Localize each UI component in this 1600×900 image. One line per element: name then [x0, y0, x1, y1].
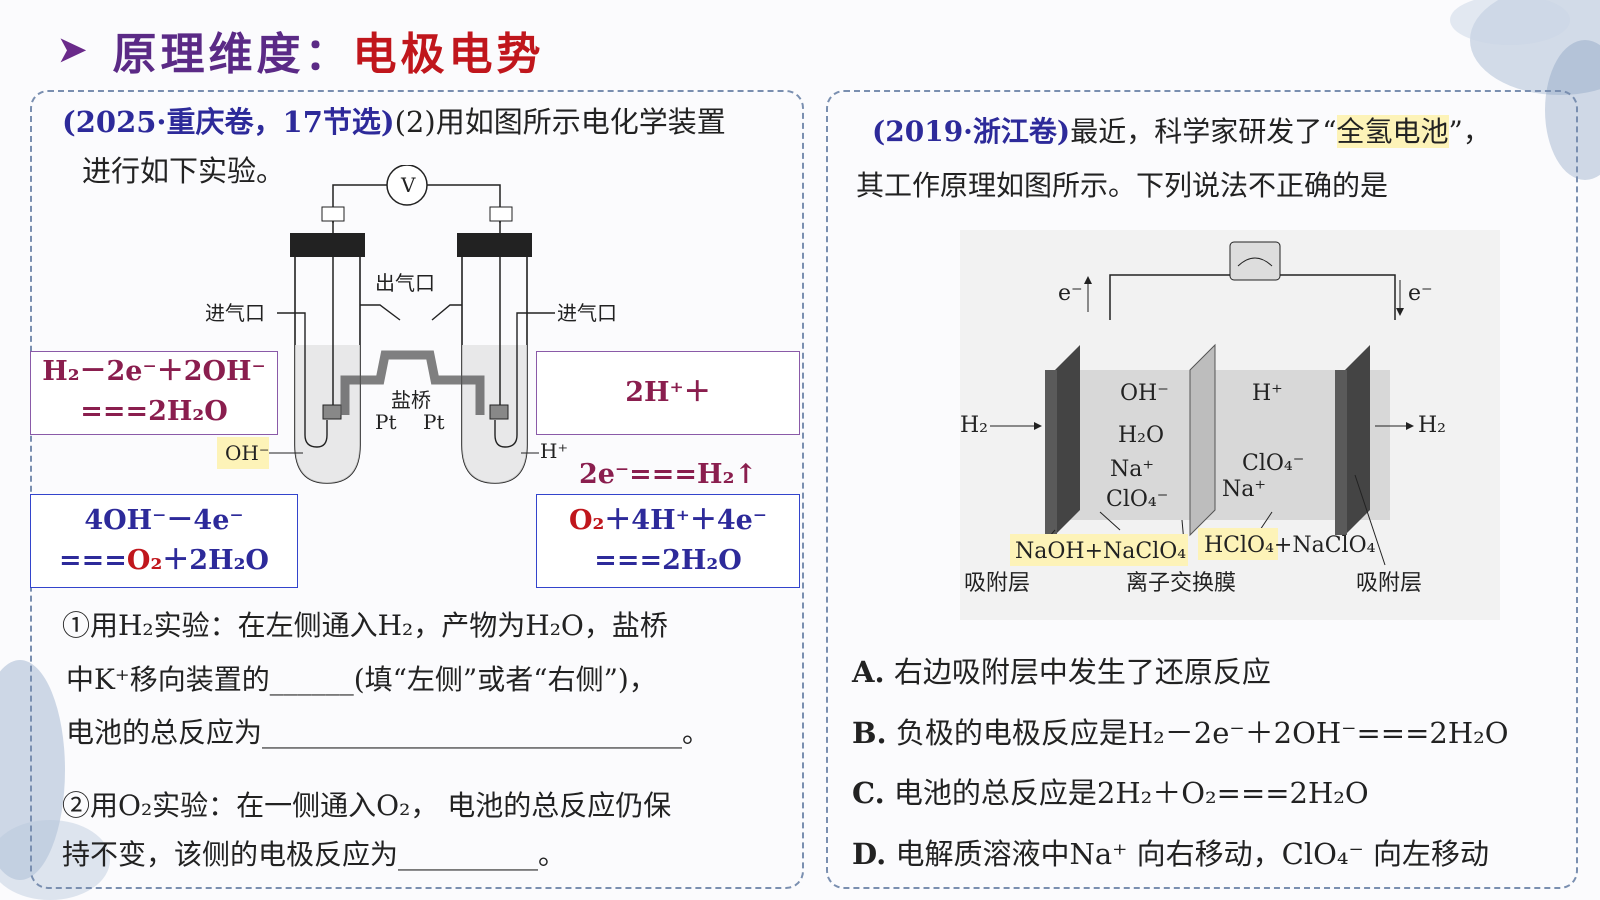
adsorb-left-label: 吸附层 — [964, 571, 1030, 596]
right-intro-line1: (2019·浙江卷)最近，科学家研发了“全氢电池”， — [872, 115, 1491, 148]
oxidation-o2-box: 4OH⁻－4e⁻ ===O₂＋2H₂O — [30, 494, 298, 588]
cathode-reaction-text: 2H⁺＋2e⁻===H₂↑ — [578, 377, 758, 490]
anode-reaction-line2: ===2H₂O — [80, 396, 228, 427]
na-right-label: Na⁺ — [1222, 477, 1266, 502]
left-intro-a: (2)用如图所示电化学装置 — [394, 105, 726, 139]
cathode-reaction-box: 2H⁺＋2e⁻===H₂↑ — [536, 351, 800, 490]
clo4-left-label: ClO₄⁻ — [1106, 487, 1168, 512]
h2-out-label: H₂ — [1418, 413, 1446, 438]
oh-label: OH⁻ — [1120, 381, 1169, 406]
clo4-right-label: ClO₄⁻ — [1242, 451, 1304, 476]
option-a[interactable]: A. 右边吸附层中发生了还原反应 — [852, 655, 1271, 689]
left-question-panel — [30, 90, 804, 889]
membrane-label: 离子交换膜 — [1126, 571, 1236, 596]
inlet-left-label: 进气口 — [205, 301, 265, 325]
solution-left-label: NaOH+NaClO₄ — [1015, 539, 1186, 564]
pt-right-label: Pt — [423, 410, 445, 434]
ink-wash-top-right — [1450, 0, 1600, 180]
electron-left-label: e⁻ — [1058, 281, 1083, 306]
solution-right-label: HClO₄+NaClO₄ — [1204, 533, 1376, 558]
voltmeter-label: V — [400, 173, 416, 197]
reduction-o2-box: O₂＋4H⁺＋4e⁻ ===2H₂O — [536, 494, 800, 588]
right-question-panel — [826, 90, 1578, 889]
right-intro-line2: 其工作原理如图所示。下列说法不正确的是 — [856, 169, 1389, 202]
q1-line3: 电池的总反应为______________________________。 — [66, 716, 711, 749]
h-plus-label: H⁺ — [1252, 381, 1283, 406]
left-intro-line2: 进行如下实验。 — [82, 154, 286, 188]
title-topic: 电极电势 — [352, 29, 545, 80]
title-prefix: 原理维度： — [112, 29, 353, 80]
oxidation-o2-line1: 4OH⁻－4e⁻ — [84, 505, 244, 536]
pt-left-label: Pt — [375, 410, 397, 434]
h-ion-label: H⁺ — [540, 439, 568, 463]
oh-ion-label: OH⁻ — [225, 441, 269, 465]
option-c[interactable]: C. 电池的总反应是2H₂＋O₂===2H₂O — [852, 776, 1369, 810]
option-d[interactable]: D. 电解质溶液中Na⁺ 向右移动，ClO₄⁻ 向左移动 — [852, 837, 1490, 871]
left-source: (2025·重庆卷，17节选) — [62, 105, 395, 139]
adsorb-right-label: 吸附层 — [1356, 571, 1422, 596]
electron-right-label: e⁻ — [1408, 281, 1433, 306]
anode-reaction-box: H₂－2e⁻＋2OH⁻ ===2H₂O — [30, 351, 278, 435]
ink-wash-bottom-left — [0, 660, 110, 900]
bullet-arrow-icon: ➤ — [58, 30, 91, 70]
q1-line2: 中K⁺移向装置的______(填“左侧”或者“右侧”)， — [66, 663, 657, 696]
q2-line2: 持不变，该侧的电极反应为__________。 — [62, 838, 567, 871]
oxidation-o2-line2: ===O₂＋2H₂O — [59, 545, 269, 576]
page-title: ➤ 原理维度： 电极电势 — [58, 20, 545, 80]
voltmeter-icon — [386, 165, 428, 206]
electrochemical-apparatus-diagram: V 出气口 进气口 进气口 盐桥 Pt Pt OH⁻ H⁺ — [205, 165, 617, 484]
hydrogen-battery-diagram: e⁻ e⁻ H₂ H₂ OH⁻ H₂O Na⁺ ClO₄⁻ H⁺ ClO₄⁻ N… — [960, 230, 1500, 620]
h2o-label: H₂O — [1118, 423, 1164, 448]
highlight-full-hydrogen-battery: 全氢电池 — [1336, 115, 1449, 148]
right-source: (2019·浙江卷) — [872, 115, 1071, 148]
q2-line1: ②用O₂实验：在一侧通入O₂， 电池的总反应仍保 — [62, 789, 672, 822]
reduction-o2-line1: O₂＋4H⁺＋4e⁻ — [568, 505, 768, 536]
salt-bridge-label: 盐桥 — [391, 388, 431, 412]
anode-reaction-line1: H₂－2e⁻＋2OH⁻ — [42, 356, 266, 387]
outlet-label: 出气口 — [375, 271, 435, 295]
h2-in-label: H₂ — [960, 413, 988, 438]
q1-line1: ①用H₂实验：在左侧通入H₂，产物为H₂O，盐桥 — [62, 609, 668, 642]
option-b[interactable]: B. 负极的电极反应是H₂－2e⁻＋2OH⁻===2H₂O — [852, 716, 1509, 750]
left-intro-line1: (2025·重庆卷，17节选)(2)用如图所示电化学装置 — [62, 102, 726, 142]
reduction-o2-line2: ===2H₂O — [594, 545, 742, 576]
na-left-label: Na⁺ — [1110, 457, 1154, 482]
inlet-right-label: 进气口 — [557, 301, 617, 325]
